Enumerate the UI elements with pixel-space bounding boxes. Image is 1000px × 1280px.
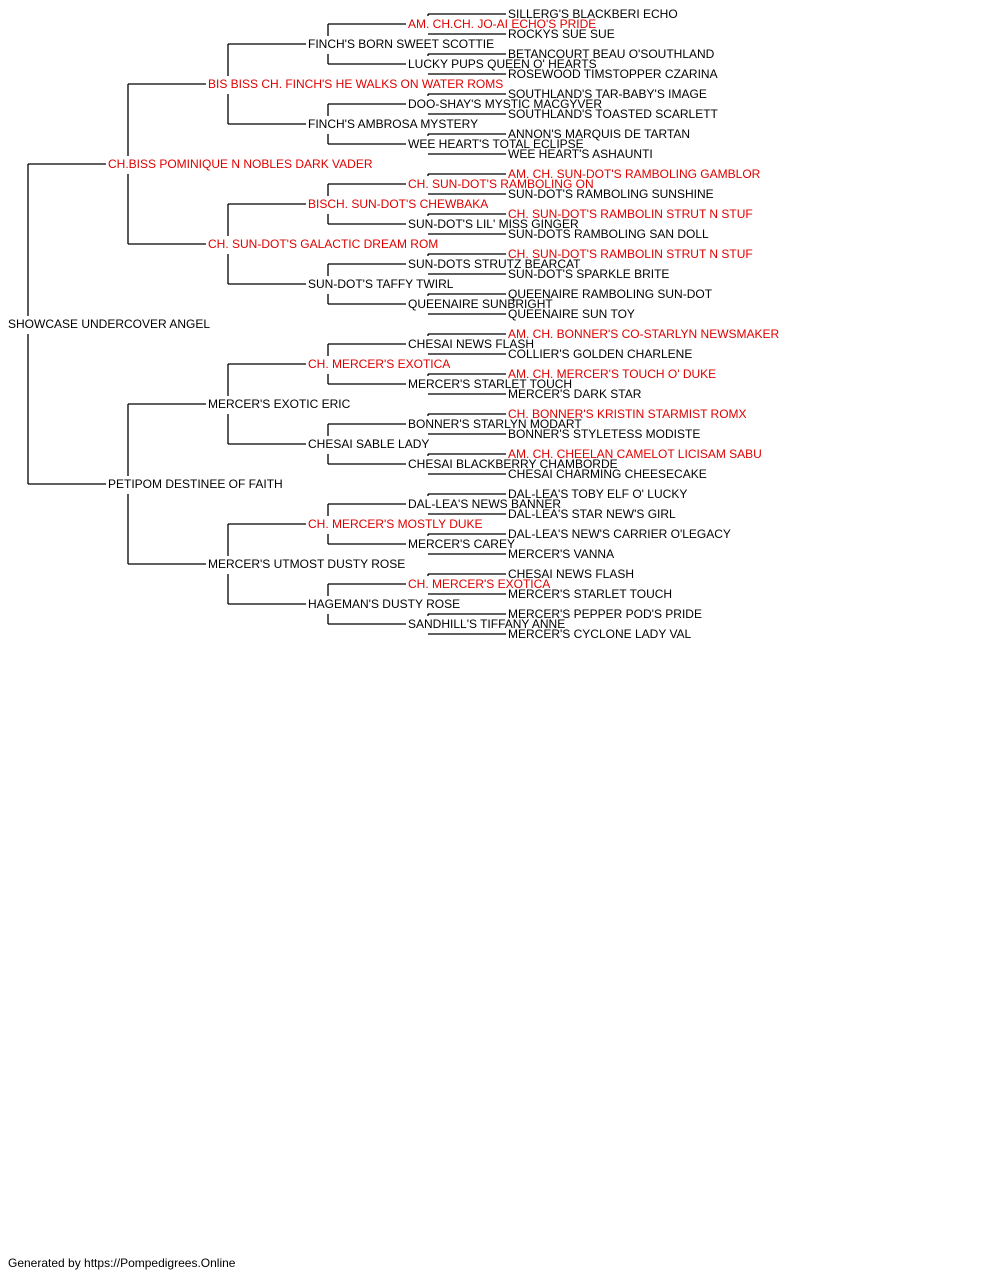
ancestor-gen5-27: DAL-LEA'S NEW'S CARRIER O'LEGACY xyxy=(508,527,731,541)
ancestor-gen3-4: SUN-DOT'S TAFFY TWIRL xyxy=(308,277,454,291)
ancestor-gen4-5: CH. SUN-DOT'S RAMBOLING ON xyxy=(408,177,594,191)
ancestor-gen4-2: LUCKY PUPS QUEEN O' HEARTS xyxy=(408,57,597,71)
generated-by-footer: Generated by https://Pompedigrees.Online xyxy=(8,1256,236,1270)
ancestor-gen4-8: QUEENAIRE SUNBRIGHT xyxy=(408,297,553,311)
ancestor-gen3-2: FINCH'S AMBROSA MYSTERY xyxy=(308,117,478,131)
ancestor-gen5-28: MERCER'S VANNA xyxy=(508,547,614,561)
ancestor-gen3-5: CH. MERCER'S EXOTICA xyxy=(308,357,450,371)
ancestor-gen4-12: CHESAI BLACKBERRY CHAMBORDE xyxy=(408,457,618,471)
ancestor-gen4-14: MERCER'S CAREY xyxy=(408,537,515,551)
ancestor-gen5-18: COLLIER'S GOLDEN CHARLENE xyxy=(508,347,692,361)
ancestor-gen5-26: DAL-LEA'S STAR NEW'S GIRL xyxy=(508,507,676,521)
ancestor-gen4-15: CH. MERCER'S EXOTICA xyxy=(408,577,550,591)
ancestor-gen5-4: ROSEWOOD TIMSTOPPER CZARINA xyxy=(508,67,718,81)
ancestor-gen5-10: SUN-DOT'S RAMBOLING SUNSHINE xyxy=(508,187,714,201)
ancestor-gen5-32: MERCER'S CYCLONE LADY VAL xyxy=(508,627,692,641)
ancestor-gen2-2: CH. SUN-DOT'S GALACTIC DREAM ROM xyxy=(208,237,438,251)
ancestor-gen4-11: BONNER'S STARLYN MODART xyxy=(408,417,582,431)
ancestor-gen5-7: ANNON'S MARQUIS DE TARTAN xyxy=(508,127,690,141)
ancestor-gen5-31: MERCER'S PEPPER POD'S PRIDE xyxy=(508,607,702,621)
ancestor-gen4-13: DAL-LEA'S NEWS BANNER xyxy=(408,497,561,511)
ancestor-gen3-6: CHESAI SABLE LADY xyxy=(308,437,429,451)
ancestor-gen4-9: CHESAI NEWS FLASH xyxy=(408,337,534,351)
ancestor-gen5-5: SOUTHLAND'S TAR-BABY'S IMAGE xyxy=(508,87,707,101)
ancestor-gen5-15: QUEENAIRE RAMBOLING SUN-DOT xyxy=(508,287,713,301)
ancestor-gen2-4: MERCER'S UTMOST DUSTY ROSE xyxy=(208,557,405,571)
ancestor-gen5-2: ROCKYS SUE SUE xyxy=(508,27,615,41)
ancestor-gen5-30: MERCER'S STARLET TOUCH xyxy=(508,587,672,601)
ancestor-gen3-1: FINCH'S BORN SWEET SCOTTIE xyxy=(308,37,494,51)
ancestor-gen5-3: BETANCOURT BEAU O'SOUTHLAND xyxy=(508,47,715,61)
ancestor-gen5-6: SOUTHLAND'S TOASTED SCARLETT xyxy=(508,107,719,121)
ancestor-gen2-3: MERCER'S EXOTIC ERIC xyxy=(208,397,351,411)
ancestor-gen5-8: WEE HEART'S ASHAUNTI xyxy=(508,147,653,161)
ancestor-gen4-6: SUN-DOT'S LIL' MISS GINGER xyxy=(408,217,579,231)
ancestor-gen4-4: WEE HEART'S TOTAL ECLIPSE xyxy=(408,137,584,151)
ancestor-gen5-23: AM. CH. CHEELAN CAMELOT LICISAM SABU xyxy=(508,447,762,461)
ancestor-gen5-11: CH. SUN-DOT'S RAMBOLIN STRUT N STUF xyxy=(508,207,753,221)
ancestor-gen5-25: DAL-LEA'S TOBY ELF O' LUCKY xyxy=(508,487,687,501)
ancestor-gen5-16: QUEENAIRE SUN TOY xyxy=(508,307,635,321)
ancestor-gen4-7: SUN-DOTS STRUTZ BEARCAT xyxy=(408,257,581,271)
ancestor-gen4-3: DOO-SHAY'S MYSTIC MACGYVER xyxy=(408,97,602,111)
ancestor-gen5-9: AM. CH. SUN-DOT'S RAMBOLING GAMBLOR xyxy=(508,167,761,181)
ancestor-gen5-19: AM. CH. MERCER'S TOUCH O' DUKE xyxy=(508,367,716,381)
ancestor-gen1-1: CH.BISS POMINIQUE N NOBLES DARK VADER xyxy=(108,157,373,171)
ancestor-gen5-14: SUN-DOT'S SPARKLE BRITE xyxy=(508,267,669,281)
ancestor-gen4-1: AM. CH.CH. JO-AI ECHO'S PRIDE xyxy=(408,17,596,31)
ancestor-gen3-7: CH. MERCER'S MOSTLY DUKE xyxy=(308,517,483,531)
ancestor-gen1-2: PETIPOM DESTINEE OF FAITH xyxy=(108,477,283,491)
ancestor-gen5-20: MERCER'S DARK STAR xyxy=(508,387,642,401)
ancestor-gen3-3: BISCH. SUN-DOT'S CHEWBAKA xyxy=(308,197,488,211)
ancestor-gen4-16: SANDHILL'S TIFFANY ANNE xyxy=(408,617,565,631)
ancestor-gen5-22: BONNER'S STYLETESS MODISTE xyxy=(508,427,700,441)
ancestor-gen5-17: AM. CH. BONNER'S CO-STARLYN NEWSMAKER xyxy=(508,327,780,341)
ancestor-gen5-21: CH. BONNER'S KRISTIN STARMIST ROMX xyxy=(508,407,747,421)
subject-name: SHOWCASE UNDERCOVER ANGEL xyxy=(8,317,210,331)
ancestor-gen5-13: CH. SUN-DOT'S RAMBOLIN STRUT N STUF xyxy=(508,247,753,261)
ancestor-gen3-8: HAGEMAN'S DUSTY ROSE xyxy=(308,597,460,611)
ancestor-gen5-12: SUN-DOTS RAMBOLING SAN DOLL xyxy=(508,227,709,241)
ancestor-gen2-1: BIS BISS CH. FINCH'S HE WALKS ON WATER R… xyxy=(208,77,503,91)
ancestor-gen5-29: CHESAI NEWS FLASH xyxy=(508,567,634,581)
ancestor-gen5-1: SILLERG'S BLACKBERI ECHO xyxy=(508,7,678,21)
ancestor-gen5-24: CHESAI CHARMING CHEESECAKE xyxy=(508,467,707,481)
ancestor-gen4-10: MERCER'S STARLET TOUCH xyxy=(408,377,572,391)
